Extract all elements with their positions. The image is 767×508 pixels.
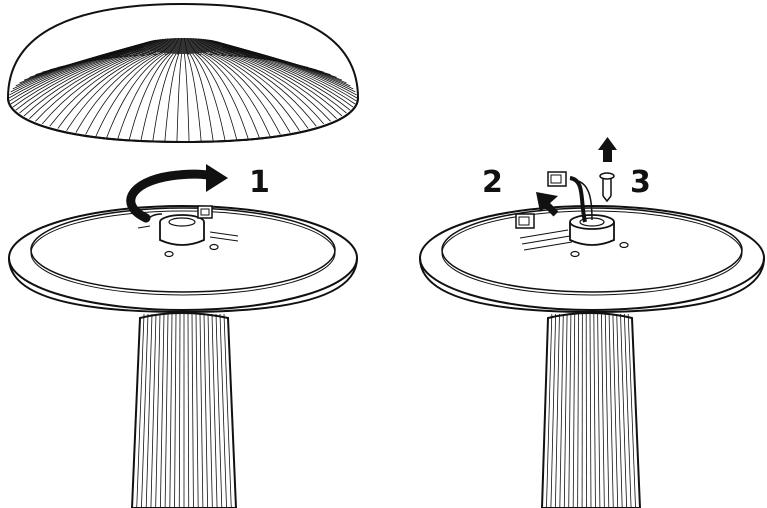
left-lamp: 1	[6, 2, 360, 508]
wire-b	[573, 179, 593, 221]
left-screw-a	[164, 250, 174, 258]
step-1-label: 1	[249, 165, 270, 200]
left-screw-b	[209, 243, 219, 251]
step-3-label: 3	[630, 165, 651, 200]
left-base-plate	[8, 205, 358, 314]
right-lamp: 2 3	[419, 137, 765, 508]
wire-a	[569, 176, 587, 223]
right-plate-markings	[519, 229, 573, 251]
right-stem	[540, 312, 642, 508]
left-center-hub	[137, 205, 239, 258]
disconnect-arrow	[536, 192, 559, 217]
left-connector	[197, 205, 213, 219]
removed-screw	[599, 172, 615, 203]
left-plate-markings	[137, 225, 239, 242]
shade-dome	[6, 2, 360, 144]
rotate-arrow	[126, 164, 228, 223]
left-stem	[130, 312, 238, 508]
step-2-label: 2	[482, 165, 503, 200]
right-screw-a	[570, 250, 580, 258]
lift-screw-arrow	[598, 137, 617, 162]
right-base-plate	[419, 205, 765, 314]
right-center-hub	[515, 171, 629, 258]
right-screw-b	[619, 241, 629, 249]
